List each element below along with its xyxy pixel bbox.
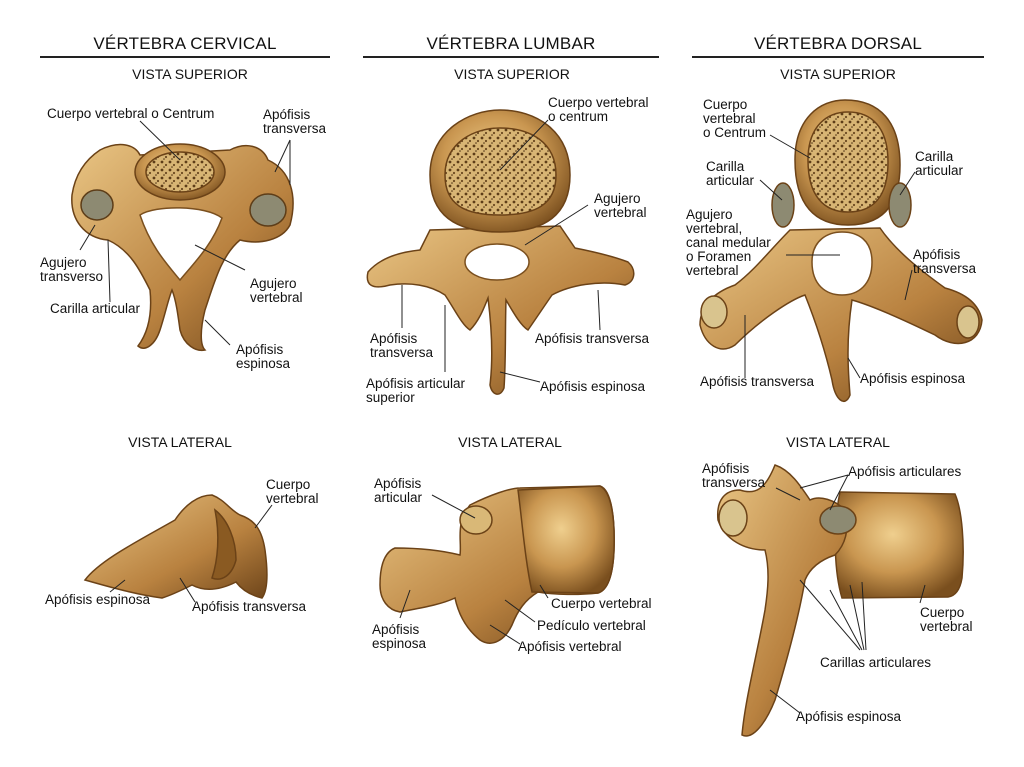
- label-dorsal-lat-carillas: Carillas articulares: [820, 655, 932, 670]
- label-cervical-lat-cuerpo: Cuerpo vertebral: [266, 477, 319, 506]
- label-cervical-centrum: Cuerpo vertebral o Centrum: [47, 106, 215, 121]
- view-title-lumbar-lateral: VISTA LATERAL: [458, 434, 562, 450]
- label-dorsal-carilla-right: Carilla articular: [915, 149, 964, 178]
- label-dorsal-lat-transversa: Apófisis transversa: [702, 461, 766, 490]
- label-cervical-transversa: Apófisis transversa: [263, 107, 327, 136]
- label-lumbar-lat-articular: Apófisis articular: [374, 476, 423, 505]
- label-lumbar-lat-pediculo: Pedículo vertebral: [537, 618, 646, 633]
- view-title-dorsal-lateral: VISTA LATERAL: [786, 434, 890, 450]
- label-dorsal-lat-espinosa: Apófisis espinosa: [796, 709, 902, 724]
- lumbar-superior-vertebra: [366, 109, 635, 395]
- cervical-superior-vertebra: [71, 143, 294, 352]
- label-lumbar-lat-vertebral: Apófisis vertebral: [518, 639, 622, 654]
- label-dorsal-transversa-bottom: Apófisis transversa: [700, 374, 815, 389]
- label-cervical-carilla: Carilla articular: [50, 301, 141, 316]
- cervical-lateral-vertebra: [83, 494, 268, 599]
- label-cervical-agujero-vertebral: Agujero vertebral: [250, 276, 303, 305]
- view-title-dorsal-superior: VISTA SUPERIOR: [780, 66, 896, 82]
- column-title-cervical: VÉRTEBRA CERVICAL: [93, 34, 277, 53]
- label-dorsal-centrum: Cuerpo vertebral o Centrum: [703, 97, 767, 140]
- view-title-cervical-superior: VISTA SUPERIOR: [132, 66, 248, 82]
- label-dorsal-espinosa: Apófisis espinosa: [860, 371, 966, 386]
- leader-lines: [79, 119, 926, 714]
- title-rule-dorsal: [692, 56, 984, 58]
- title-rule-lumbar: [363, 56, 659, 58]
- label-dorsal-lat-articulares: Apófisis articulares: [848, 464, 962, 479]
- label-cervical-lat-transversa: Apófisis transversa: [192, 599, 307, 614]
- label-cervical-espinosa: Apófisis espinosa: [236, 342, 291, 371]
- lumbar-lateral-vertebra: [379, 485, 615, 644]
- column-title-lumbar: VÉRTEBRA LUMBAR: [426, 34, 596, 53]
- label-lumbar-agujero: Agujero vertebral: [594, 191, 647, 220]
- label-dorsal-lat-cuerpo: Cuerpo vertebral: [920, 605, 973, 634]
- label-lumbar-transversa-right: Apófisis transversa: [535, 331, 650, 346]
- label-lumbar-articular-superior: Apófisis articular superior: [366, 376, 466, 405]
- title-rule-cervical: [40, 56, 330, 58]
- view-title-cervical-lateral: VISTA LATERAL: [128, 434, 232, 450]
- label-dorsal-carilla-left: Carilla articular: [706, 159, 755, 188]
- label-cervical-lat-espinosa: Apófisis espinosa: [45, 592, 151, 607]
- label-lumbar-centrum: Cuerpo vertebral o centrum: [548, 95, 649, 124]
- label-lumbar-lat-cuerpo: Cuerpo vertebral: [551, 596, 652, 611]
- label-cervical-agujero-transverso: Agujero transverso: [40, 255, 104, 284]
- label-lumbar-lat-espinosa: Apófisis espinosa: [372, 622, 427, 651]
- view-title-lumbar-superior: VISTA SUPERIOR: [454, 66, 570, 82]
- label-lumbar-espinosa: Apófisis espinosa: [540, 379, 646, 394]
- dorsal-lateral-vertebra: [717, 464, 964, 737]
- label-dorsal-transversa-right: Apófisis transversa: [913, 247, 977, 276]
- label-lumbar-transversa-left: Apófisis transversa: [370, 331, 434, 360]
- column-title-dorsal: VÉRTEBRA DORSAL: [753, 34, 923, 53]
- label-dorsal-agujero: Agujero vertebral, canal medular o Foram…: [686, 207, 771, 278]
